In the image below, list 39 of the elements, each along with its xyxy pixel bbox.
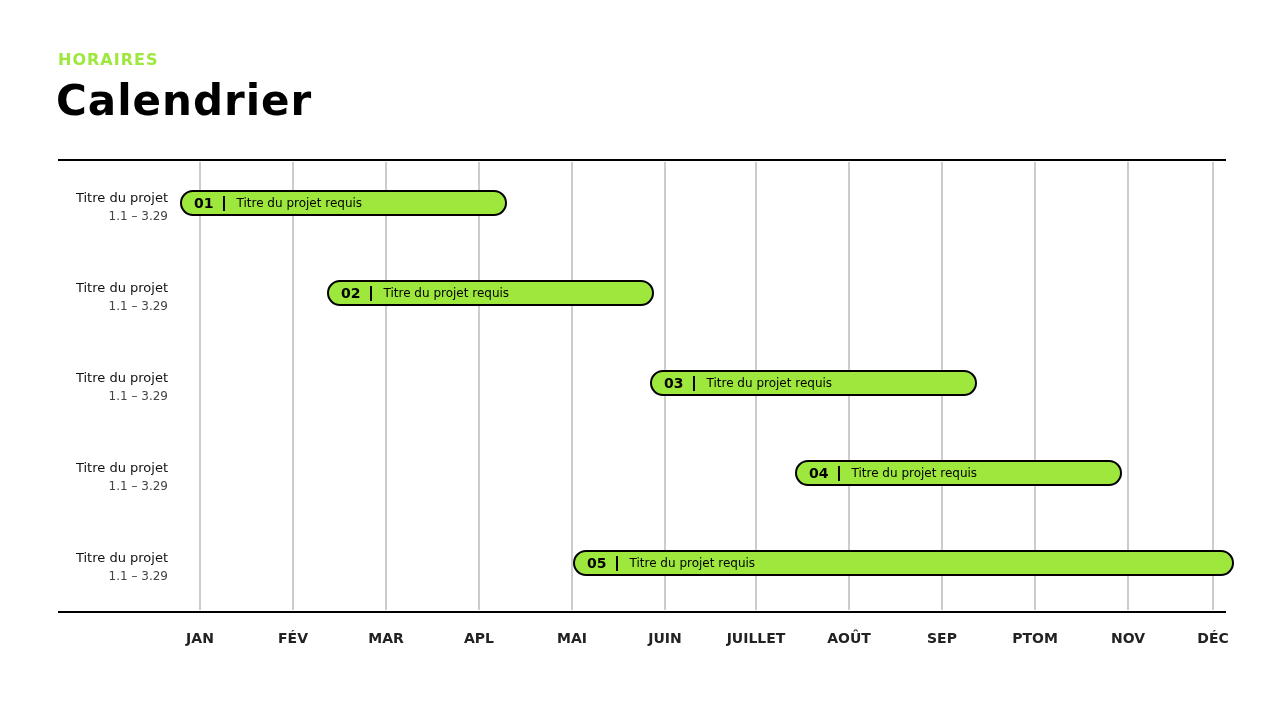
bar-number: 02 xyxy=(341,285,361,301)
bar-label: Titre du projet requis xyxy=(629,556,756,570)
row-label: Titre du projet xyxy=(75,190,168,205)
date-range: 1.1 – 3.29 xyxy=(108,209,168,223)
date-range: 1.1 – 3.29 xyxy=(108,479,168,493)
month-label: MAR xyxy=(368,630,404,646)
bar-label: Titre du projet requis xyxy=(236,196,363,210)
bar-number: 04 xyxy=(809,465,829,481)
month-label: AOÛT xyxy=(827,630,871,646)
month-label: JUILLET xyxy=(726,630,786,646)
month-label: JAN xyxy=(186,630,214,646)
month-label: PTOM xyxy=(1012,630,1058,646)
bar-label: Titre du projet requis xyxy=(851,466,978,480)
date-range: 1.1 – 3.29 xyxy=(108,389,168,403)
month-label: APL xyxy=(464,630,494,646)
bar-number: 03 xyxy=(664,375,684,391)
row-label: Titre du projet xyxy=(75,370,168,385)
kicker: HORAIRES xyxy=(58,50,159,69)
month-label: NOV xyxy=(1110,630,1146,646)
month-label: SEP xyxy=(927,630,957,646)
timeline-bar xyxy=(573,550,1234,576)
month-label: FÉV xyxy=(278,630,308,646)
bar-number: 05 xyxy=(587,555,607,571)
month-label: MAI xyxy=(557,630,587,646)
row-label: Titre du projet xyxy=(75,550,168,565)
bar-number: 01 xyxy=(194,195,214,211)
date-range: 1.1 – 3.29 xyxy=(108,569,168,583)
timeline-bar xyxy=(180,190,507,216)
timeline-bar xyxy=(795,460,1122,486)
timeline-bar xyxy=(327,280,654,306)
row-label: Titre du projet xyxy=(75,280,168,295)
bar-label: Titre du projet requis xyxy=(383,286,510,300)
bar-label: Titre du projet requis xyxy=(706,376,833,390)
row-label: Titre du projet xyxy=(75,460,168,475)
title: Calendrier xyxy=(56,76,313,125)
date-range: 1.1 – 3.29 xyxy=(108,299,168,313)
month-label: DÉC xyxy=(1197,630,1229,646)
timeline-bar xyxy=(650,370,977,396)
month-label: JUIN xyxy=(648,630,682,646)
